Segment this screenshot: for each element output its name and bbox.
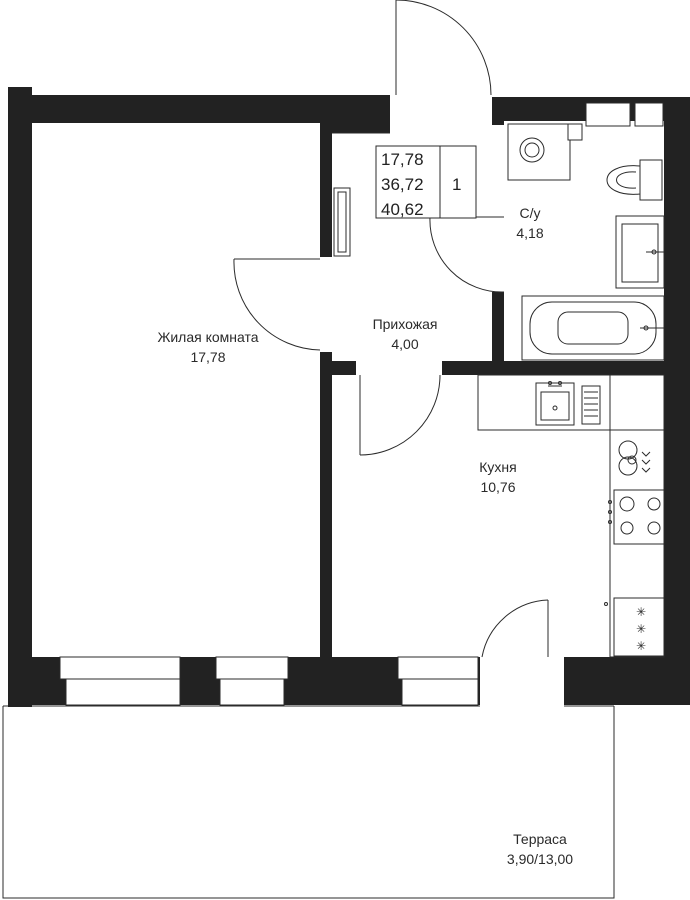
window-icon (59, 656, 181, 680)
room-name-terrace: Терраса (513, 831, 567, 847)
water-heater-icon (618, 440, 651, 476)
window-icon (219, 678, 285, 706)
counter (609, 374, 665, 431)
room-area-hall: 4,00 (391, 336, 418, 352)
door-opening (480, 657, 564, 707)
summary-total-area: 36,72 (381, 175, 424, 194)
window-icon (634, 102, 664, 127)
door-icon (429, 216, 505, 293)
sink-icon (615, 215, 665, 289)
room-area-kitchen: 10,76 (480, 479, 515, 495)
kitchen-fixtures: ✳ ✳ ✳ (477, 374, 665, 658)
room-area-terrace: 3,90/13,00 (507, 851, 573, 867)
window-icon (215, 656, 289, 680)
wall-living-hall-upper (320, 95, 332, 257)
wall-hall-bath-lower (492, 292, 504, 364)
wall-bath-kitchen (442, 361, 690, 375)
summary-total-with-terrace: 40,62 (381, 200, 424, 219)
summary-living-area: 17,78 (381, 150, 424, 169)
wall-hall-stub (332, 361, 356, 375)
door-icon (481, 599, 549, 658)
room-name-living: Жилая комната (157, 329, 258, 345)
window-icon (65, 678, 181, 706)
window-icon (397, 656, 479, 680)
bathroom-fixtures (507, 123, 665, 361)
door-icon (332, 0, 492, 134)
door-icon (233, 258, 321, 351)
room-name-kitchen: Кухня (479, 459, 516, 475)
window-icon (401, 678, 479, 706)
doors (233, 0, 549, 658)
bathtub-icon (521, 295, 665, 361)
wall-living-hall-lower (320, 352, 332, 657)
radiator-icon (333, 187, 351, 257)
room-labels: Жилая комната 17,78 Прихожая 4,00 С/у 4,… (157, 205, 573, 867)
room-area-bath: 4,18 (516, 225, 543, 241)
svg-text:✳: ✳ (636, 605, 646, 619)
summary-box: 17,78 36,72 40,62 1 (375, 145, 477, 219)
svg-text:✳: ✳ (636, 639, 646, 653)
room-name-bath: С/у (520, 205, 541, 221)
door-icon (359, 374, 441, 456)
kitchen-sink-icon (535, 381, 601, 426)
window-icon (585, 102, 631, 127)
svg-text:✳: ✳ (636, 622, 646, 636)
room-name-hall: Прихожая (373, 316, 438, 332)
stove-icon: ✳ ✳ ✳ (613, 597, 665, 657)
wall-right (664, 97, 690, 681)
windows (59, 102, 664, 707)
toilet-icon (606, 159, 663, 201)
wall-left (8, 87, 32, 707)
wall-hall-bath-upper (492, 97, 504, 125)
washing-machine-icon (507, 123, 583, 181)
summary-rooms-count: 1 (452, 175, 461, 194)
room-area-living: 17,78 (190, 349, 225, 365)
terrace-outline (2, 705, 615, 899)
hob-icon (608, 489, 665, 545)
